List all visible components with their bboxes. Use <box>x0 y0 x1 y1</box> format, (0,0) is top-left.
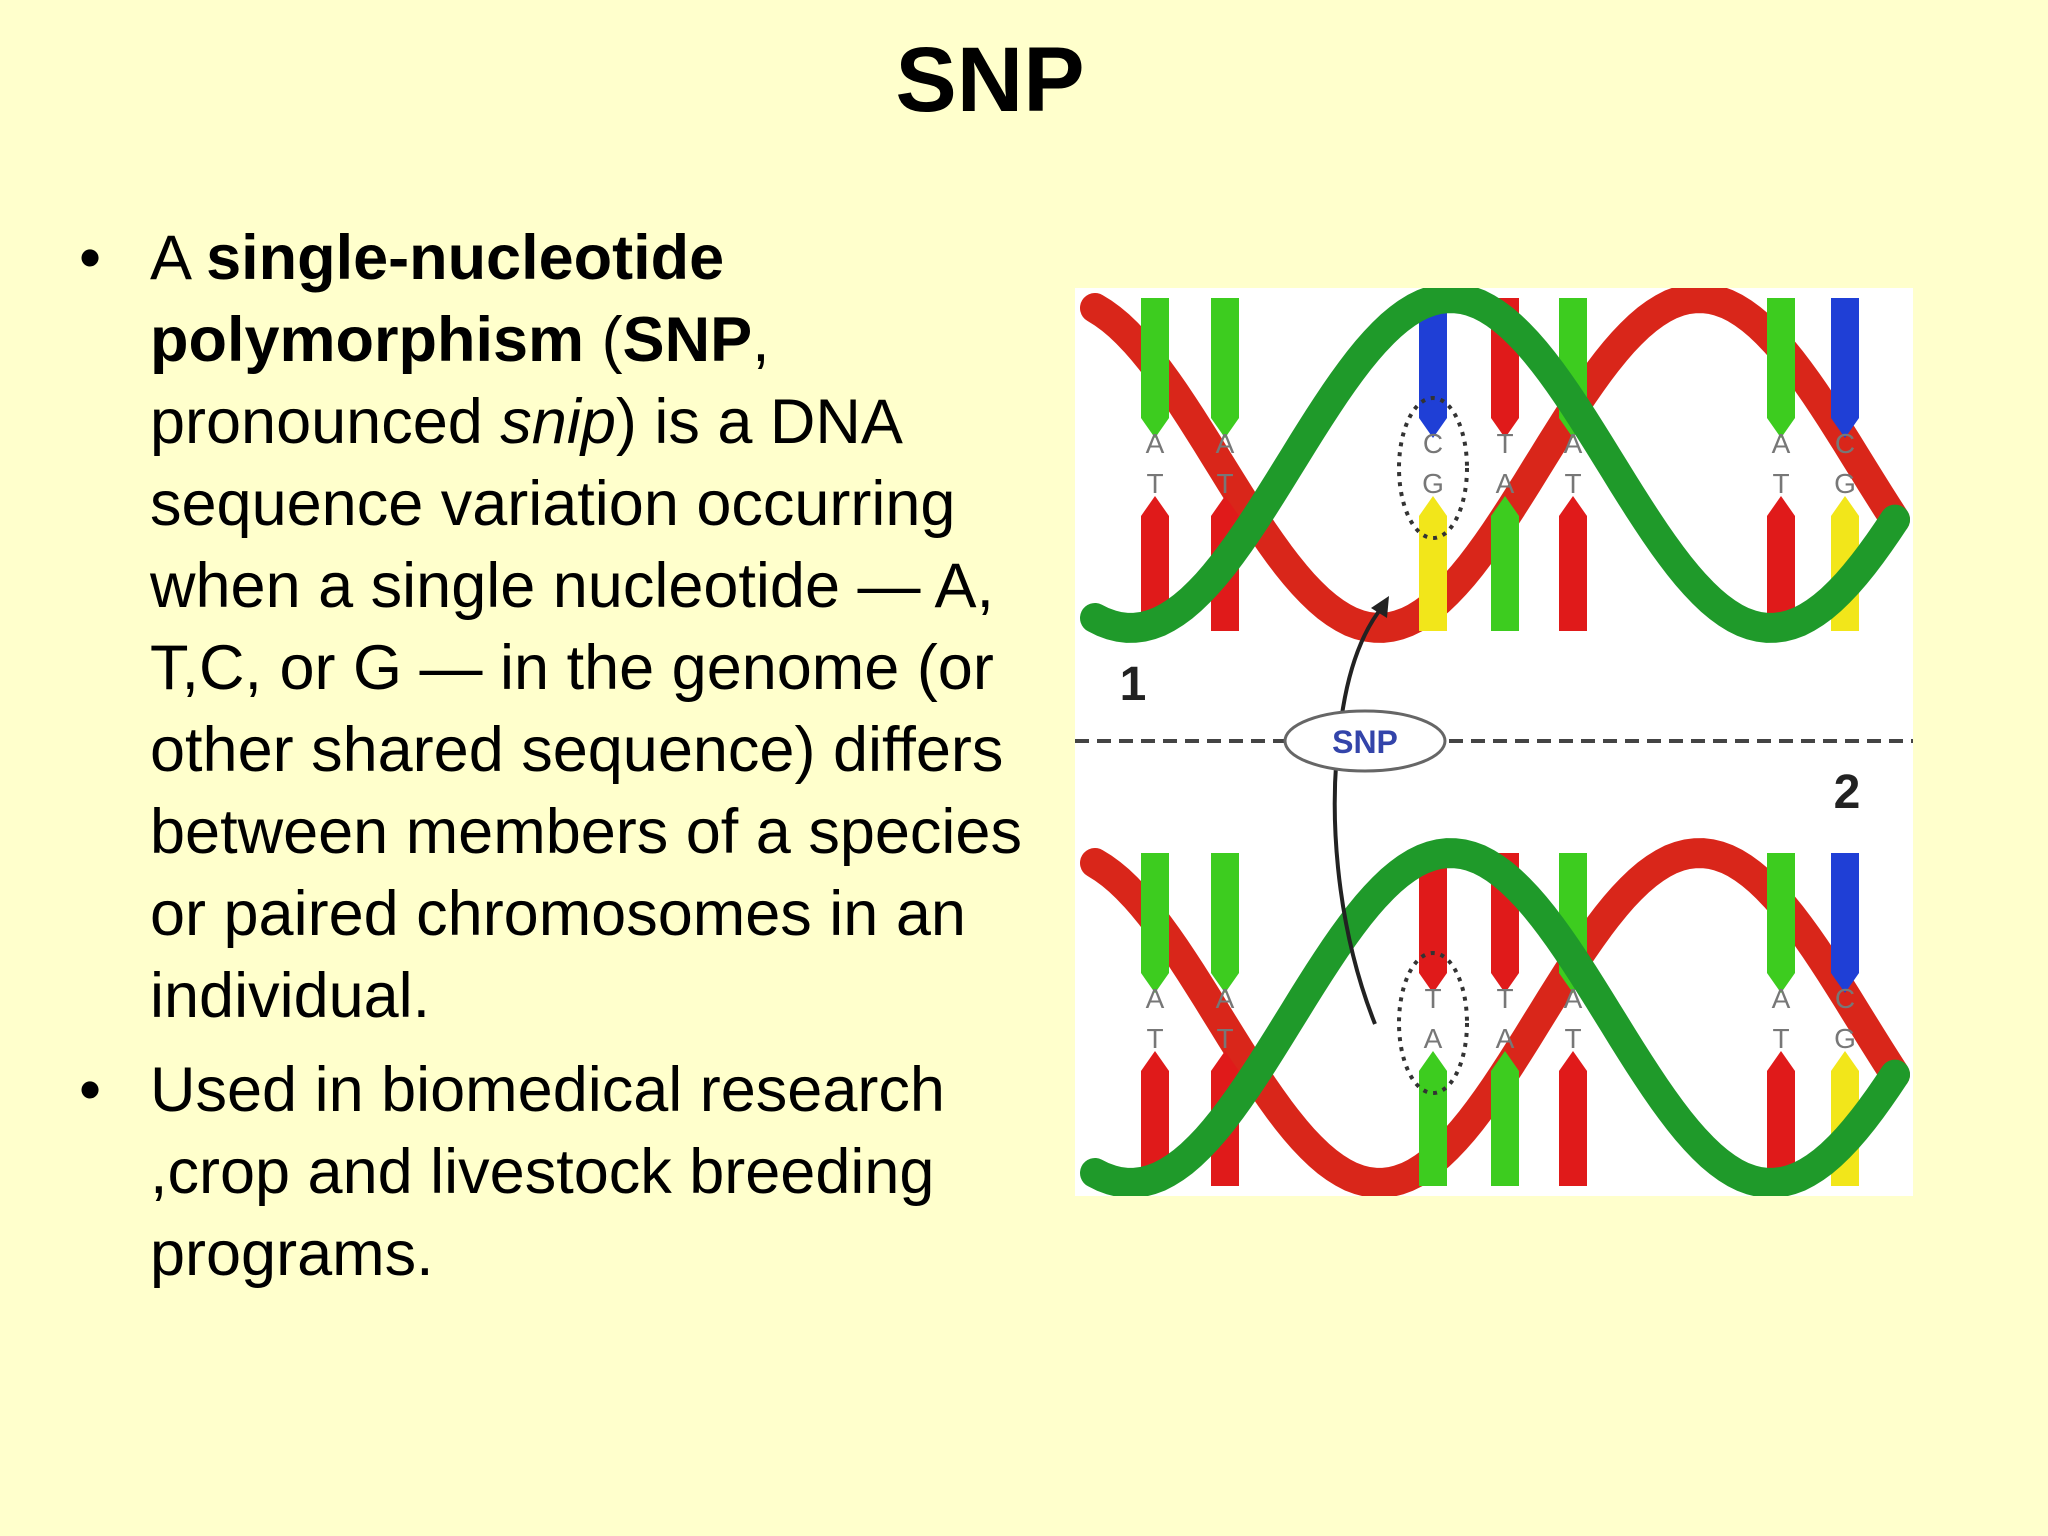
bullet-item-definition: • A single-nucleotide polymorphism (SNP, … <box>70 217 1070 1037</box>
helix-1-base-bottom-tip <box>1419 496 1447 516</box>
definition-text-1: A <box>150 223 207 293</box>
helix-2-base-letter-top: A <box>1216 983 1235 1014</box>
snp-label-bubble <box>1283 709 1447 773</box>
helix-1-base-top-bar <box>1831 298 1859 418</box>
helix-1-base-top-tip <box>1491 418 1519 438</box>
snp-arrow-head <box>1371 596 1389 618</box>
helix-2-backbone-green <box>1080 838 1910 1196</box>
helix-2-base-top-tip <box>1211 973 1239 993</box>
helix-2-base-letter-bottom: A <box>1424 1023 1443 1054</box>
helix-2-base-letter-bottom: A <box>1496 1023 1515 1054</box>
helix-1-base-top-bar <box>1211 298 1239 418</box>
pronunciation-snip: snip <box>500 387 616 457</box>
helix-2-base-letter-bottom: T <box>1772 1023 1789 1054</box>
helix-2-base-letter-bottom: T <box>1146 1023 1163 1054</box>
term-snp-abbrev: SNP <box>622 305 753 375</box>
helix-1-base-bottom-bar <box>1559 516 1587 631</box>
helix-1-base-top-tip <box>1767 418 1795 438</box>
helix-1-base-top-bar <box>1767 298 1795 418</box>
helix-1-base-letter-top: A <box>1146 428 1165 459</box>
uses-text: Used in biomedical research ,crop and li… <box>150 1055 945 1289</box>
helix-2-base-top-tip <box>1491 973 1519 993</box>
helix-1-base-bottom-tip <box>1211 496 1239 516</box>
helix-1-base-bottom-tip <box>1141 496 1169 516</box>
helix-1-base-letter-bottom: T <box>1146 468 1163 499</box>
helix-2-base-bottom-tip <box>1211 1051 1239 1071</box>
bullet-list: • A single-nucleotide polymorphism (SNP, … <box>70 217 1070 1295</box>
helix-1-base-top-tip <box>1211 418 1239 438</box>
strand-2-number: 2 <box>1834 766 1861 819</box>
helix-1-base-bottom-tip <box>1831 496 1859 516</box>
helix-2-base-letter-top: A <box>1772 983 1791 1014</box>
helix-1-base-top-bar <box>1141 298 1169 418</box>
helix-1-base-bottom-tip <box>1559 496 1587 516</box>
helix-1-base-letter-bottom: G <box>1422 468 1444 499</box>
helix-1-base-letter-top: A <box>1216 428 1235 459</box>
helix-2-base-top-bar <box>1141 853 1169 973</box>
helix-1-base-top-tip <box>1141 418 1169 438</box>
helix-2-base-letter-top: A <box>1146 983 1165 1014</box>
helix-1-base-letter-bottom: T <box>1772 468 1789 499</box>
helix-1-base-letter-bottom: T <box>1216 468 1233 499</box>
helix-1-base-letter-bottom: A <box>1496 468 1515 499</box>
term-snp-full: single-nucleotide polymorphism <box>150 223 725 375</box>
bullet-item-uses: • Used in biomedical research ,crop and l… <box>70 1049 1070 1295</box>
helix-1-snp-highlight-oval <box>1397 396 1469 540</box>
helix-1-base-bottom-bar <box>1491 516 1519 631</box>
helix-1-base-bottom-tip <box>1491 496 1519 516</box>
helix-2-base-letter-top: T <box>1424 983 1441 1014</box>
helix-2-base-top-tip <box>1767 973 1795 993</box>
definition-text-5: , pronounced <box>150 305 770 457</box>
definition-text-3: ( <box>584 305 623 375</box>
helix-2-base-top-bar <box>1831 853 1859 973</box>
helix-1-base-letter-top: C <box>1423 428 1443 459</box>
helix-2-base-letter-bottom: G <box>1834 1023 1856 1054</box>
helix-2-base-top-bar <box>1767 853 1795 973</box>
helix-1-base-letter-bottom: G <box>1834 468 1856 499</box>
helix-2-base-letter-bottom: T <box>1564 1023 1581 1054</box>
helix-2-base-top-tip <box>1141 973 1169 993</box>
helix-2-base-letter-top: T <box>1496 983 1513 1014</box>
bullet-marker: • <box>78 223 102 293</box>
helix-1-base-top-tip <box>1419 418 1447 438</box>
helix-2-base-bottom-tip <box>1419 1051 1447 1071</box>
helix-1-base-letter-top: T <box>1496 428 1513 459</box>
helix-1-base-letter-bottom: T <box>1564 468 1581 499</box>
strand-1-number: 1 <box>1120 658 1147 711</box>
slide-title: SNP <box>895 29 1085 131</box>
helix-1-base-top-tip <box>1831 418 1859 438</box>
helix-1-base-bottom-tip <box>1767 496 1795 516</box>
helix-2-base-top-tip <box>1831 973 1859 993</box>
helix-2-base-bottom-tip <box>1831 1051 1859 1071</box>
helix-2-base-bottom-tip <box>1767 1051 1795 1071</box>
helix-2-base-top-bar <box>1211 853 1239 973</box>
helix-2-base-letter-top: C <box>1835 983 1855 1014</box>
helix-1-base-letter-top: C <box>1835 428 1855 459</box>
helix-2-base-bottom-bar <box>1491 1071 1519 1186</box>
helix-2-base-top-tip <box>1419 973 1447 993</box>
helix-2-base-letter-bottom: T <box>1216 1023 1233 1054</box>
helix-2-base-bottom-bar <box>1559 1071 1587 1186</box>
helix-2-snp-highlight-oval <box>1397 951 1469 1095</box>
snp-label-text: SNP <box>1332 724 1398 760</box>
bullet-marker: • <box>78 1055 102 1125</box>
helix-2-base-bottom-tip <box>1141 1051 1169 1071</box>
helix-1-base-letter-top: A <box>1772 428 1791 459</box>
helix-2-base-bottom-tip <box>1559 1051 1587 1071</box>
definition-text-7: ) is a DNA sequence variation occurring … <box>150 387 1022 1031</box>
helix-2-base-bottom-tip <box>1491 1051 1519 1071</box>
helix-1-backbone-green <box>1080 288 1910 643</box>
